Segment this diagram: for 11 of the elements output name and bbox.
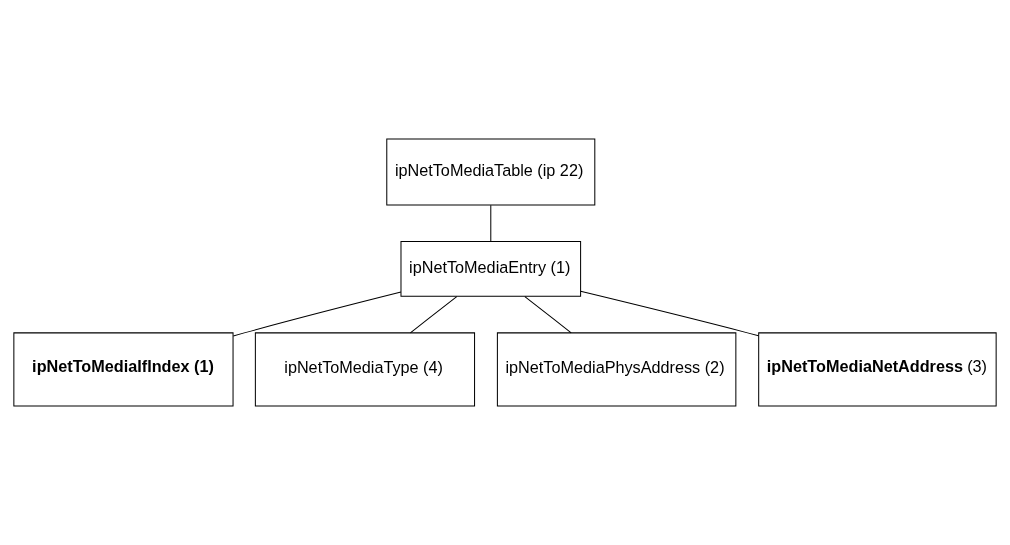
- connector: [409, 296, 458, 334]
- connector: [490, 204, 492, 243]
- connector: [232, 291, 402, 337]
- node-box: ipNetToMediaNetAddress (3): [758, 332, 997, 407]
- connector: [524, 296, 572, 334]
- connector: [580, 290, 760, 337]
- node-box: ipNetToMediaEntry (1): [400, 241, 582, 297]
- node-box: ipNetToMediaTable (ip 22): [386, 138, 596, 206]
- node-box: ipNetToMediaType (4): [254, 332, 476, 407]
- node-box: ipNetToMediaIfIndex (1): [13, 332, 234, 407]
- node-box: ipNetToMediaPhysAddress (2): [496, 332, 737, 407]
